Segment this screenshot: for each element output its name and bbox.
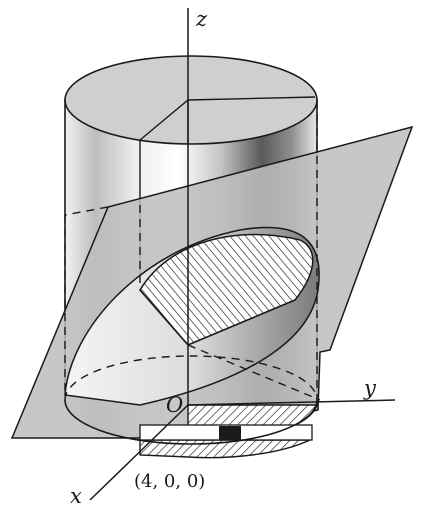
x-axis-label: x	[70, 484, 82, 508]
x-axis	[89, 404, 189, 501]
volume-element	[219, 426, 241, 440]
hidden-plane-edge	[64, 206, 109, 216]
origin-label: O	[166, 393, 183, 417]
hidden-diagonal	[187, 344, 321, 401]
wedge-edge-line-2	[187, 299, 296, 346]
base-ellipse-back-dashed	[64, 355, 318, 401]
point-label: (4, 0, 0)	[134, 471, 205, 492]
base-ellipse-front	[64, 399, 318, 445]
wedge-edge-line	[139, 289, 189, 346]
y-axis	[187, 399, 396, 406]
hatched-wedge	[139, 233, 314, 346]
z-axis-label: z	[195, 7, 208, 31]
y-axis-label: y	[363, 376, 377, 400]
